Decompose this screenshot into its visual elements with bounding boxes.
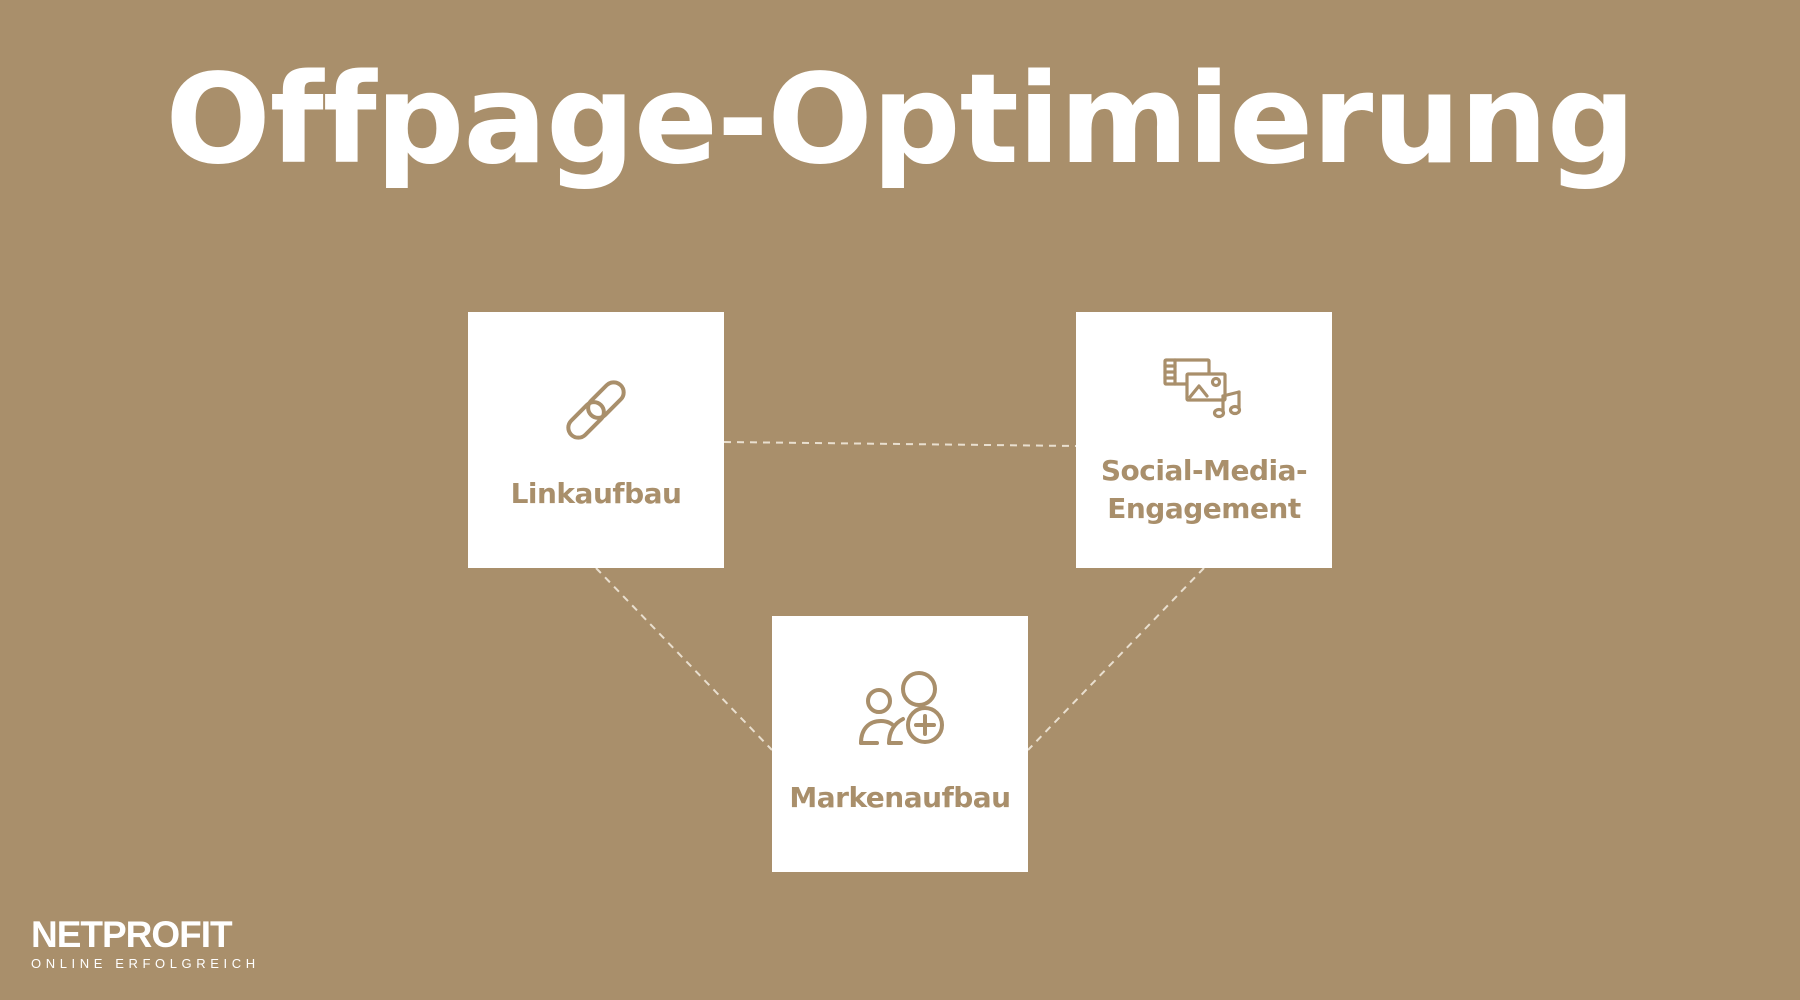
chain-link-icon — [566, 380, 626, 440]
logo-wordmark: NETPROFIT — [31, 914, 233, 955]
node-social-media-engagement: Social-Media- Engagement — [1076, 312, 1332, 568]
connector-linkaufbau-social — [723, 441, 1077, 447]
netprofit-logo: NETPROFIT ONLINE ERFOLGREICH — [31, 915, 291, 975]
node-label-linkaufbau: Linkaufbau — [510, 477, 682, 510]
logo-tagline: ONLINE ERFOLGREICH — [31, 956, 260, 971]
connector-linkaufbau-markenaufbau — [595, 567, 773, 751]
add-user-group-icon — [859, 671, 944, 745]
node-label-markenaufbau: Markenaufbau — [789, 781, 1011, 814]
node-label-social-media-engagement: Social-Media- Engagement — [1100, 452, 1308, 528]
node-markenaufbau: Markenaufbau — [772, 616, 1028, 872]
media-music-icon — [1163, 358, 1242, 419]
page-title: Offpage-Optimierung — [165, 48, 1635, 192]
node-linkaufbau: Linkaufbau — [468, 312, 724, 568]
node-label-social-line: Social-Media- Engagement — [1100, 454, 1308, 525]
connector-social-markenaufbau — [1027, 567, 1205, 751]
